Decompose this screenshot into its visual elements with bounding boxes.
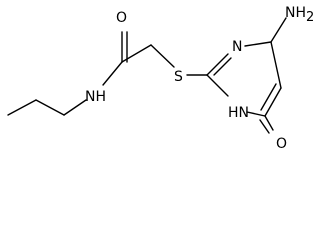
chemical-structure: O NH S N HN NH2 O [7, 5, 314, 152]
bond-carbonyl-ch2 [121, 44, 152, 63]
atom-oxygen-amide: O [116, 10, 127, 26]
atom-sulfur: S [174, 69, 183, 85]
bond-c4-nh [246, 111, 266, 117]
bond-c2-n1-single [206, 53, 229, 76]
bond-propyl-c2-c3 [35, 99, 65, 116]
bond-c4-o-2 [259, 119, 270, 134]
bond-ch2-s [150, 44, 175, 68]
atom-amino-main: NH [285, 5, 306, 21]
bond-c6-amino [270, 17, 287, 43]
atom-oxygen-ring: O [276, 136, 287, 152]
bond-c6-c5 [270, 41, 282, 89]
bond-propyl-c1-c2 [7, 99, 37, 116]
bond-propyl-c3-n [63, 99, 87, 116]
bond-c5-c4-double [260, 83, 277, 111]
bond-c2-n1-double [213, 57, 232, 76]
bond-n-carbonyl [102, 61, 123, 86]
bond-c5-c4-single [264, 87, 282, 117]
atom-ring-n-top: N [232, 39, 242, 55]
bond-nh-c2 [206, 74, 229, 97]
bond-n1-c6 [244, 41, 272, 47]
atom-amino-subscript: 2 [306, 10, 314, 25]
bond-c4-o-1 [264, 115, 274, 131]
atom-amide-nh: NH [85, 89, 106, 105]
atom-ring-hn-bottom: HN [228, 105, 249, 121]
atom-amino: NH2 [285, 5, 314, 25]
